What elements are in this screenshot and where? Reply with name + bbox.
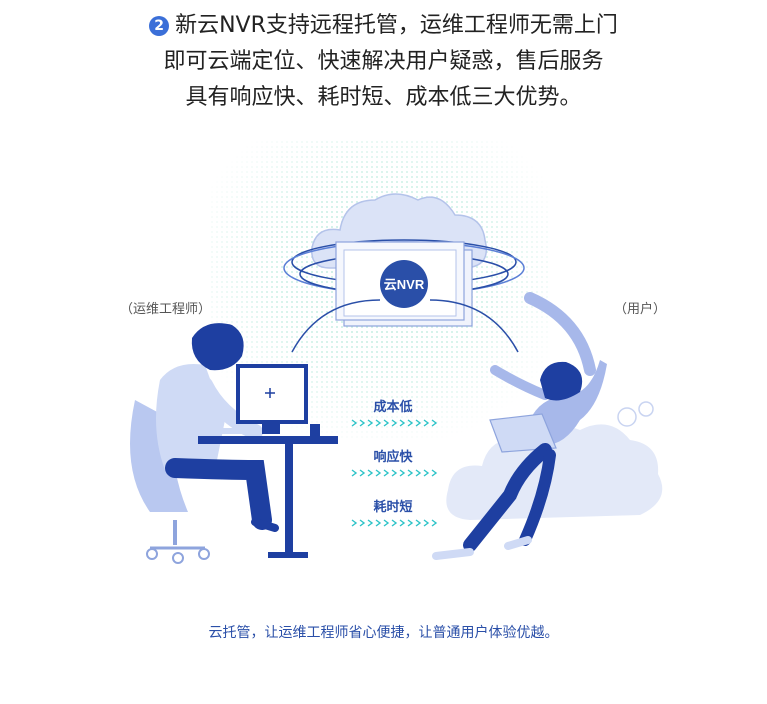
number-badge: 2 [149, 16, 170, 36]
footer-caption: 云托管，让运维工程师省心便捷，让普通用户体验优越。 [208, 625, 559, 641]
header-line-2: 即可云端定位、快速解决用户疑惑，售后服务 [163, 49, 604, 74]
user-role-label: （用户） [614, 302, 667, 317]
connector-arcs [291, 299, 519, 353]
cloud-nvr-label: 云NVR [384, 277, 425, 292]
flow-label-time: 耗时短 [373, 500, 413, 515]
engineer-role-label: （运维工程师） [120, 302, 212, 317]
header-line-3: 具有响应快、耗时短、成本低三大优势。 [185, 85, 582, 110]
flow-arrow-2 [351, 469, 438, 477]
flow-label-response: 响应快 [373, 450, 413, 465]
flow-label-cost: 成本低 [373, 400, 413, 415]
user-scene [432, 292, 663, 560]
cloud-nvr-badge: 云NVR [380, 260, 428, 308]
engineer-scene [130, 323, 338, 564]
flow-arrow-1 [351, 419, 438, 427]
plus-cursor-icon [265, 388, 275, 398]
flow-arrows [351, 419, 438, 527]
flow-arrow-3 [351, 519, 438, 527]
